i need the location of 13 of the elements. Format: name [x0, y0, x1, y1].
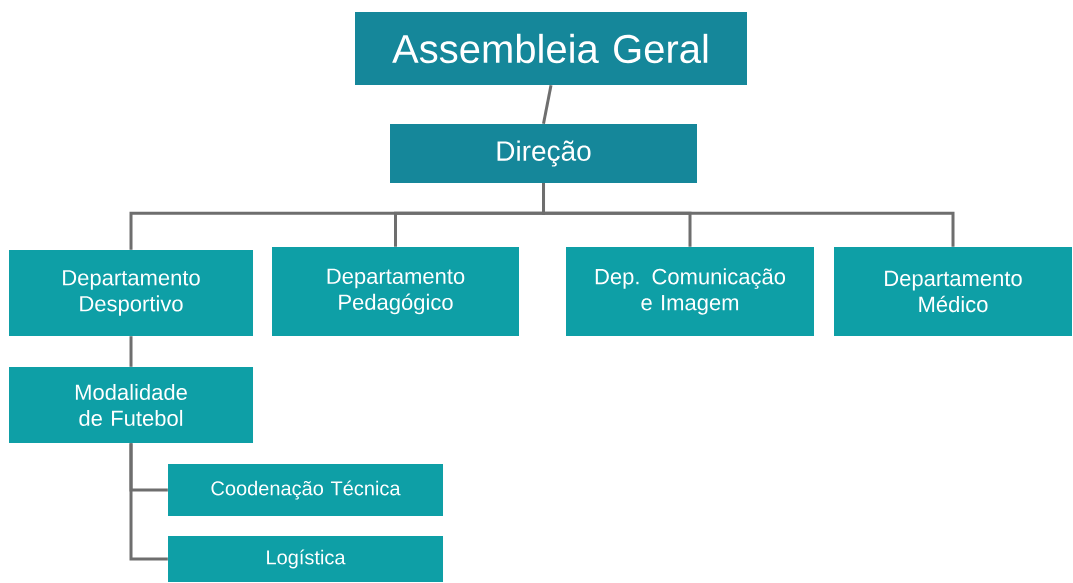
org-box: Dep. Comunicação e Imagem: [566, 247, 814, 336]
org-box: Direção: [390, 124, 697, 183]
org-box: Assembleia Geral: [355, 12, 747, 85]
org-box: Departamento Médico: [834, 247, 1072, 336]
connector-line: [542, 183, 955, 247]
org-box: Logística: [168, 536, 443, 582]
connector-line: [542, 84, 553, 125]
org-box: Departamento Desportivo: [9, 250, 253, 336]
connector-line: [129, 443, 168, 561]
connector-line: [129, 336, 133, 367]
org-box: Departamento Pedagógico: [272, 247, 519, 336]
org-box: Modalidade de Futebol: [9, 367, 253, 443]
org-box: Coodenação Técnica: [168, 464, 443, 516]
